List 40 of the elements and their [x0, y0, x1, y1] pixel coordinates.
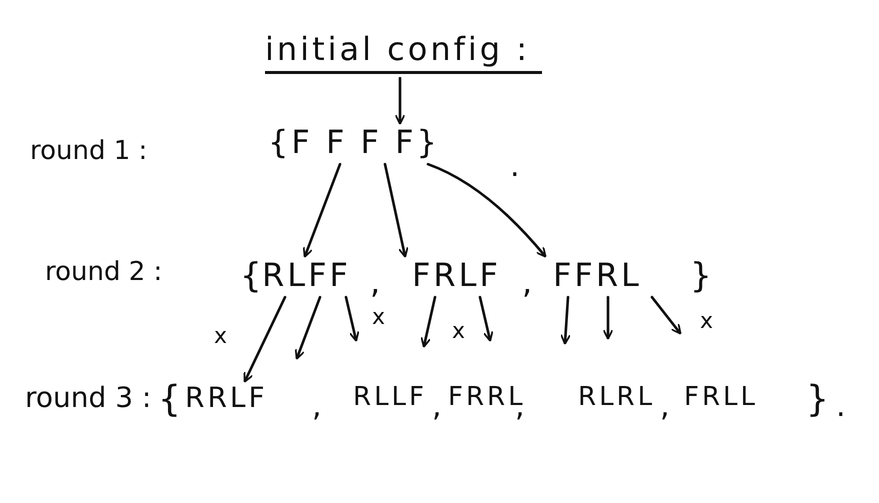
configuration-text: RRLF [185, 383, 268, 414]
punctuation: , [432, 390, 442, 423]
arrow [420, 296, 436, 348]
brace: } [806, 380, 829, 420]
cross-mark: x [372, 306, 386, 330]
punctuation: . [836, 390, 846, 423]
arrow [602, 296, 614, 340]
configuration-text: RLFF [262, 258, 351, 294]
punctuation: . [510, 150, 520, 183]
arrow [478, 296, 494, 342]
punctuation: , [522, 265, 532, 300]
configuration-text: FFRL [553, 258, 642, 294]
heading-text: initial config : [265, 32, 542, 74]
brace: { [240, 258, 262, 296]
arrow [344, 296, 360, 342]
cross-mark: x [214, 325, 228, 350]
punctuation: , [370, 265, 380, 300]
configuration-text: RLRL [578, 383, 656, 412]
cross-mark: x [700, 310, 714, 334]
punctuation: , [660, 390, 670, 423]
punctuation: , [312, 390, 322, 423]
arrow [650, 296, 682, 335]
configuration-text: RLLF [353, 383, 427, 412]
row-label: round 3 : [25, 383, 152, 414]
brace: } [690, 258, 712, 296]
configuration-text: FRLL [684, 383, 758, 412]
configuration-text: {F F F F} [268, 125, 440, 160]
row-label: round 1 : [30, 137, 148, 166]
configuration-text: FRLF [412, 258, 501, 294]
row-label: round 2 : [45, 258, 162, 287]
configuration-text: FRRL [448, 383, 526, 412]
arrow [426, 162, 546, 258]
arrow [384, 162, 409, 258]
cross-mark: x [452, 320, 466, 344]
arrow [302, 162, 342, 258]
arrow [560, 296, 571, 345]
arrow [394, 76, 406, 125]
arrow [294, 296, 322, 360]
arrow [244, 296, 286, 383]
brace: { [158, 380, 181, 420]
